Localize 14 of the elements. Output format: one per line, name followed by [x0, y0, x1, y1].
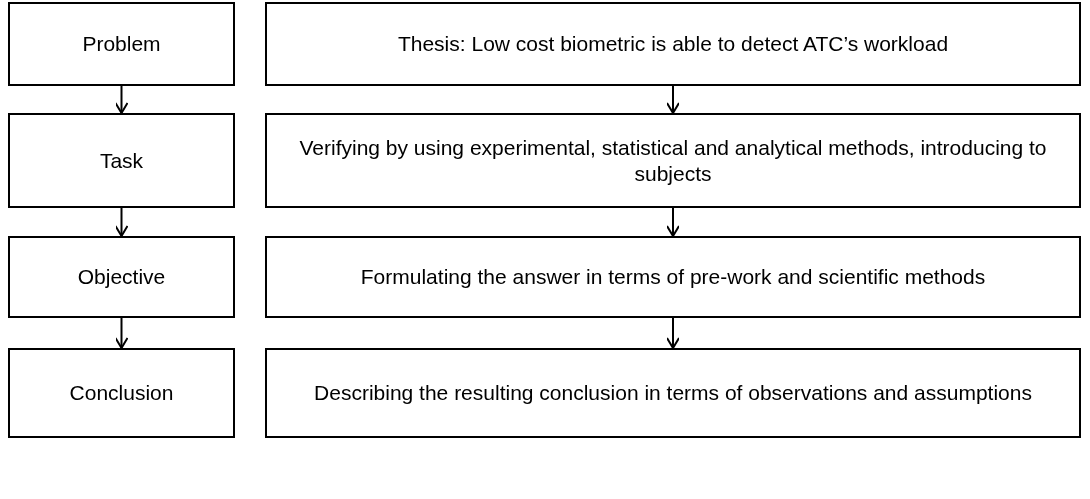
arrow [666, 207, 680, 237]
stage-box: Conclusion [8, 348, 235, 438]
description-box: Thesis: Low cost biometric is able to detect ATC’s workload [265, 2, 1081, 86]
description-box: Describing the resulting conclusion in terms of observations and assumptions [265, 348, 1081, 438]
arrow [114, 85, 129, 114]
stage-box: Problem [8, 2, 235, 86]
arrow [114, 207, 129, 237]
arrow [666, 317, 680, 349]
description-box: Formulating the answer in terms of pre-work and scientific methods [265, 236, 1081, 318]
arrow [666, 85, 680, 114]
stage-box: Task [8, 113, 235, 208]
description-box: Verifying by using experimental, statistical and analytical methods, introducing to subjects [265, 113, 1081, 208]
arrow [114, 317, 129, 349]
stage-box: Objective [8, 236, 235, 318]
